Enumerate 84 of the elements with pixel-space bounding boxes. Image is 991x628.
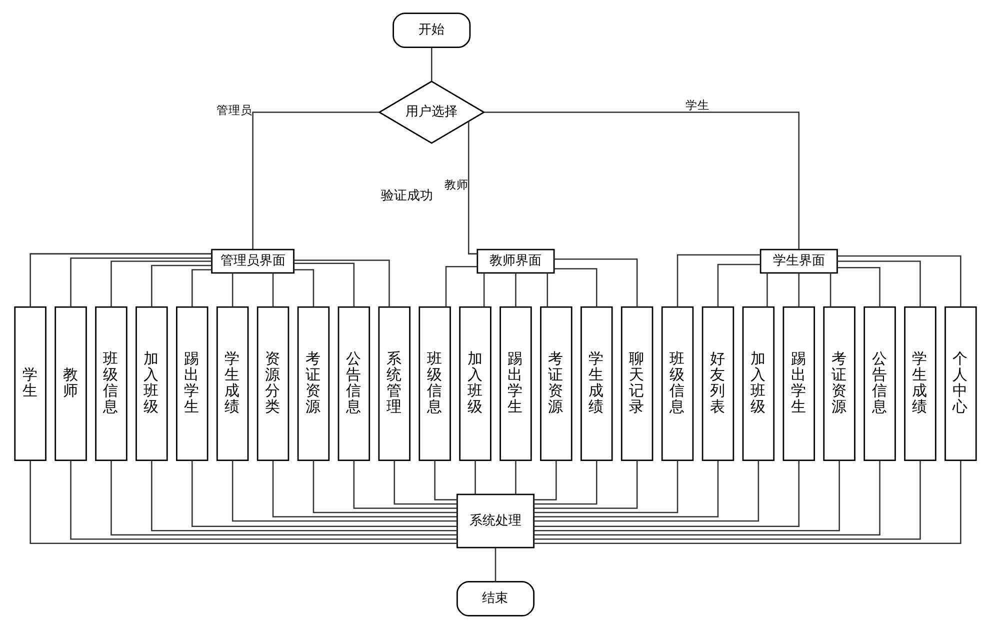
connector <box>110 260 212 306</box>
connector <box>534 460 598 504</box>
connector <box>30 252 212 307</box>
connector <box>431 47 432 81</box>
connector <box>534 460 760 522</box>
node-box: 踢出学生 <box>500 306 532 461</box>
node-box: 考证资源 <box>297 306 330 461</box>
connector <box>192 460 458 526</box>
node-box: 管理员界面 <box>211 248 294 274</box>
connector <box>534 460 840 531</box>
node-box: 学生界面 <box>760 248 838 274</box>
edge-label: 学生 <box>686 97 710 112</box>
connector <box>110 460 457 535</box>
connector <box>434 460 458 500</box>
connector <box>554 268 598 306</box>
connector <box>445 265 478 306</box>
node-box: 考证资源 <box>823 306 856 461</box>
connector <box>272 460 457 517</box>
node-box: 加入班级 <box>136 306 168 461</box>
node-box: 考证资源 <box>540 306 572 461</box>
node-box: 踢出学生 <box>176 306 208 461</box>
connector <box>534 460 719 517</box>
connector <box>252 111 379 249</box>
connector <box>294 262 355 306</box>
edge-label: 教师 <box>444 177 468 192</box>
connector <box>798 272 800 306</box>
connector <box>515 272 516 306</box>
node-box: 班级信息 <box>418 306 451 461</box>
node-box: 学生成绩 <box>580 306 613 461</box>
connector <box>717 263 760 306</box>
node-box: 学生成绩 <box>904 306 936 461</box>
label: 验证成功 <box>381 188 434 204</box>
node-box: 公告信息 <box>864 306 896 461</box>
node-box: 资源分类 <box>256 306 290 461</box>
node-diamond: 用户选择 <box>378 80 486 144</box>
node-box: 结束 <box>456 580 535 616</box>
node-box: 系统管理 <box>378 306 410 461</box>
node-box: 踢出学生 <box>782 306 815 461</box>
connector <box>272 272 274 306</box>
node-box: 加入班级 <box>742 306 775 461</box>
connector <box>70 256 212 306</box>
connector <box>837 260 921 306</box>
connector <box>294 268 314 306</box>
connector <box>484 111 800 249</box>
node-box: 学生 <box>14 306 46 461</box>
node-box: 班级信息 <box>95 306 128 461</box>
connector <box>483 272 485 306</box>
connector <box>232 460 457 522</box>
connector <box>294 259 390 306</box>
connector <box>151 264 212 306</box>
connector <box>232 272 234 306</box>
node-box: 开始 <box>392 12 471 48</box>
connector <box>554 258 638 306</box>
connector <box>546 272 548 306</box>
node-box: 学生成绩 <box>216 306 249 461</box>
connector <box>515 460 516 494</box>
connector <box>766 272 768 306</box>
node-box: 教师 <box>54 306 87 461</box>
connector <box>837 266 880 306</box>
connector <box>534 460 880 535</box>
node-box: 系统处理 <box>456 493 535 548</box>
node-box: 公告信息 <box>338 306 370 461</box>
connector <box>394 460 457 504</box>
node-box: 教师界面 <box>476 248 555 274</box>
connector <box>494 547 496 582</box>
connector <box>837 254 962 306</box>
node-box: 班级信息 <box>661 306 694 461</box>
connector <box>468 121 478 254</box>
node-box: 好友列表 <box>702 306 734 461</box>
connector <box>534 460 638 508</box>
connector <box>534 460 557 500</box>
node-box: 个人中心 <box>944 306 977 461</box>
connector <box>534 460 678 513</box>
connector <box>676 254 760 306</box>
node-box: 聊天记录 <box>620 306 654 461</box>
connector <box>534 460 800 526</box>
connector <box>151 460 458 531</box>
connector <box>312 460 457 513</box>
connector <box>192 268 212 306</box>
connector <box>353 460 457 508</box>
node-box: 加入班级 <box>459 306 492 461</box>
connector <box>474 460 476 494</box>
connector <box>830 272 832 306</box>
edge-label: 管理员 <box>216 102 253 117</box>
